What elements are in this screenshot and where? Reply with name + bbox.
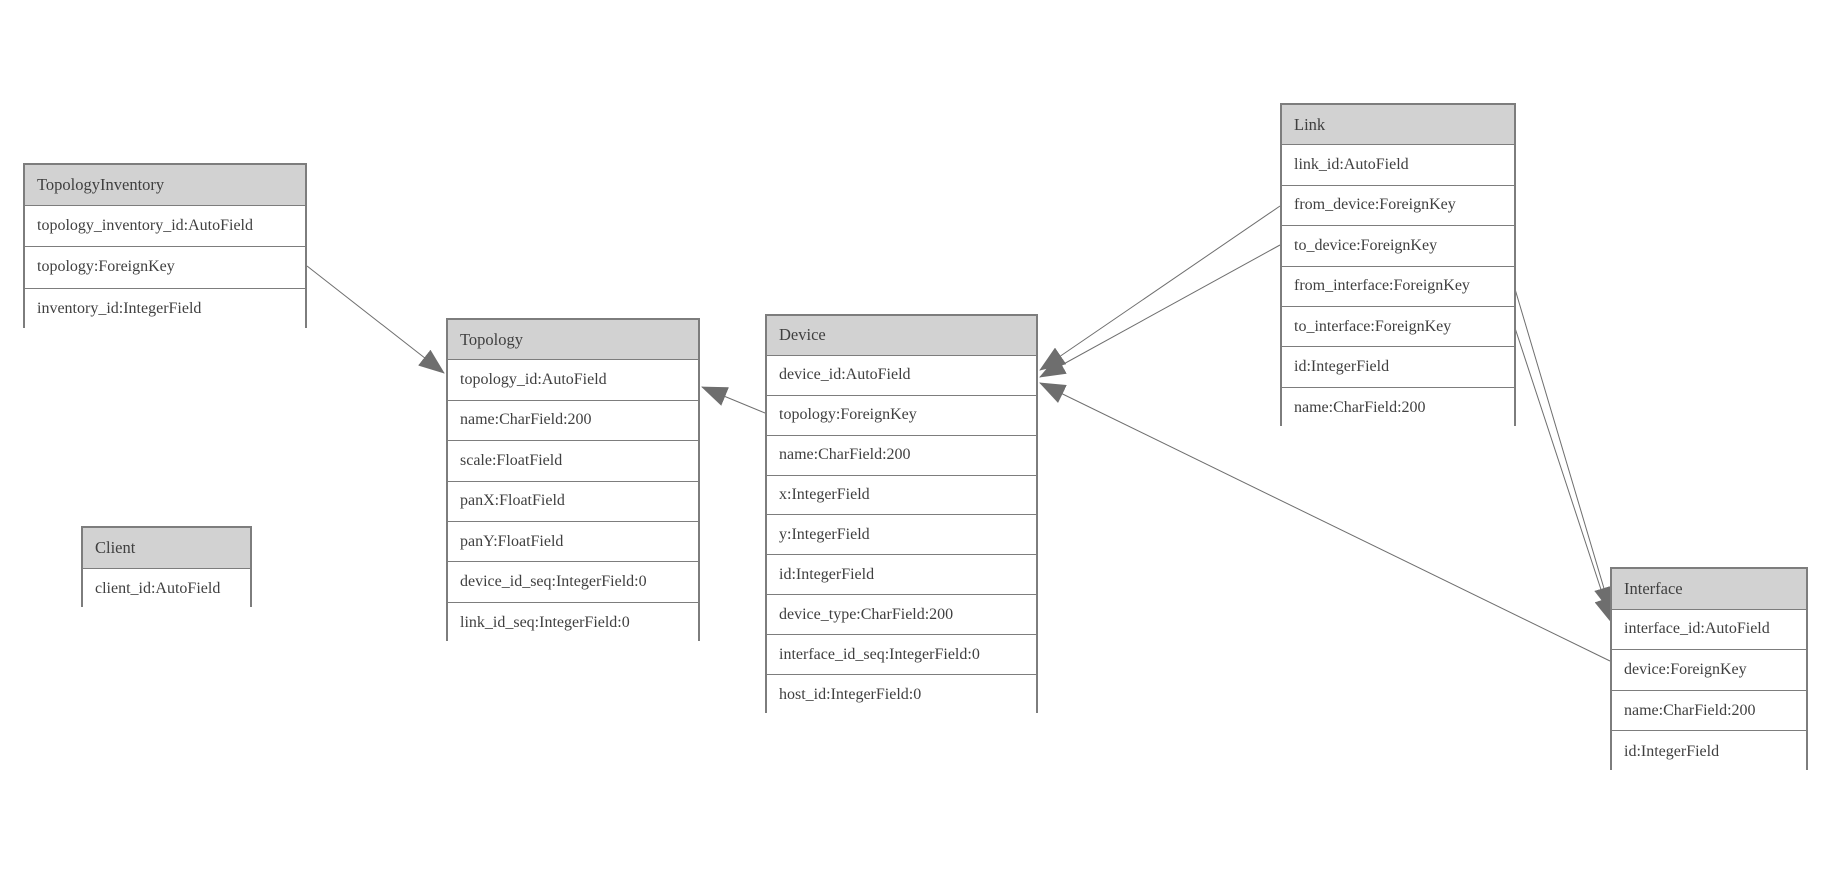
field-row-interface-id: id:IntegerField: [1612, 731, 1806, 772]
field-row-interface-device: device:ForeignKey: [1612, 650, 1806, 691]
entity-title: Interface: [1612, 569, 1806, 610]
field-row-link-from_device: from_device:ForeignKey: [1282, 185, 1514, 227]
relation-device-topology-to-topology: [701, 386, 766, 414]
relation-link-from_interface-to-interface: [1514, 288, 1614, 613]
field-row-interface-name: name:CharField:200: [1612, 690, 1806, 732]
relation-link-to_device-to-device: [1039, 244, 1281, 378]
field-row-link-to_interface: to_interface:ForeignKey: [1282, 306, 1514, 348]
field-row-topologyinventory-topology: topology:ForeignKey: [25, 247, 305, 289]
field-row-topology-device_id_seq: device_id_seq:IntegerField:0: [448, 562, 698, 603]
field-row-topologyinventory-inventory_id: inventory_id:IntegerField: [25, 288, 305, 330]
field-row-device-topology: topology:ForeignKey: [767, 395, 1036, 436]
relation-link-from_device-to-device: [1039, 205, 1281, 371]
field-row-device-name: name:CharField:200: [767, 435, 1036, 476]
relation-link-to_interface-to-interface: [1514, 327, 1614, 624]
field-row-topology-topology_id: topology_id:AutoField: [448, 360, 698, 401]
field-row-topology-link_id_seq: link_id_seq:IntegerField:0: [448, 602, 698, 644]
field-row-device-id: id:IntegerField: [767, 555, 1036, 596]
field-row-link-to_device: to_device:ForeignKey: [1282, 226, 1514, 267]
field-row-topology-panY: panY:FloatField: [448, 521, 698, 563]
entity-title: Link: [1282, 105, 1514, 146]
field-row-link-link_id: link_id:AutoField: [1282, 145, 1514, 186]
field-row-device-device_type: device_type:CharField:200: [767, 595, 1036, 636]
entity-title: TopologyInventory: [25, 165, 305, 207]
field-row-topologyinventory-topology_inventory_id: topology_inventory_id:AutoField: [25, 206, 305, 248]
entity-title: Client: [83, 528, 250, 569]
entity-title: Device: [767, 316, 1036, 356]
field-row-interface-interface_id: interface_id:AutoField: [1612, 609, 1806, 651]
field-row-device-host_id: host_id:IntegerField:0: [767, 675, 1036, 715]
field-row-link-id: id:IntegerField: [1282, 347, 1514, 388]
field-row-device-interface_id_seq: interface_id_seq:IntegerField:0: [767, 635, 1036, 676]
field-row-device-x: x:IntegerField: [767, 475, 1036, 516]
field-row-link-from_interface: from_interface:ForeignKey: [1282, 266, 1514, 307]
relation-topologyinventory-topology-to-topology: [306, 265, 445, 374]
field-row-topology-panX: panX:FloatField: [448, 481, 698, 522]
field-row-client-client_id: client_id:AutoField: [83, 568, 250, 609]
field-row-device-y: y:IntegerField: [767, 515, 1036, 556]
field-row-topology-name: name:CharField:200: [448, 400, 698, 442]
field-row-topology-scale: scale:FloatField: [448, 441, 698, 482]
relation-interface-device-to-device: [1039, 382, 1611, 662]
entity-title: Topology: [448, 320, 698, 361]
field-row-link-name: name:CharField:200: [1282, 387, 1514, 429]
field-row-device-device_id: device_id:AutoField: [767, 355, 1036, 396]
